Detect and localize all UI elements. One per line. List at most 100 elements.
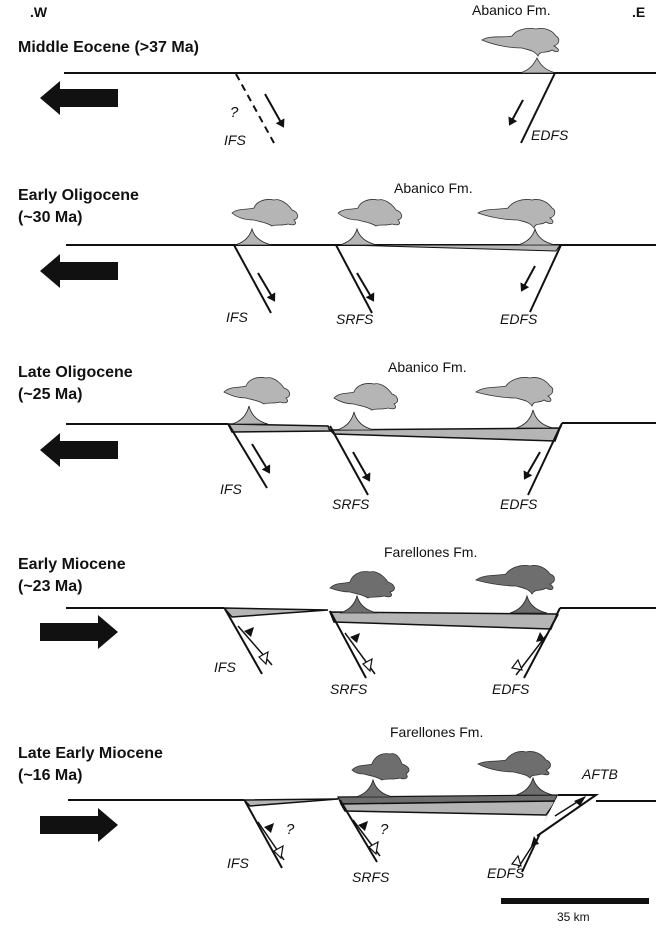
fault-srfs [329,610,376,679]
uncertain-mark: ? [380,821,389,838]
fault-label-aftb: AFTB [581,766,618,782]
volcano-icon [333,383,398,431]
formation-label: Farellones Fm. [390,724,483,740]
extension-arrow-west-icon [40,433,118,467]
volcano-icon [329,571,395,614]
thrust-arrow-icon [244,627,254,637]
east-label: .E [632,4,645,20]
fault-label-ifs: IFS [214,659,236,675]
volcano-icon [477,751,554,796]
fault-ifs [244,800,285,869]
basin-fill-inverted [222,607,329,618]
fault-label-edfs: EDFS [500,311,538,327]
panel-early-oligocene: Early Oligocene (~30 Ma) Abanico Fm. IFS… [18,180,656,327]
thrust-arrow-icon [273,844,284,860]
volcano-icon [481,28,560,74]
thrust-arrow-icon [574,796,586,806]
uncertain-mark: ? [286,821,295,838]
panel-title-line1: Late Early Miocene [18,745,163,762]
basin-fill-inverted [242,798,339,807]
scale-bar-label: 35 km [557,910,590,924]
fault-edfs [529,244,562,313]
fault-label-edfs: EDFS [492,681,530,697]
thrust-arrow-icon [350,633,360,643]
fault-label-edfs: EDFS [487,865,525,881]
panel-early-miocene: Early Miocene (~23 Ma) Farellones Fm. IF… [18,544,656,697]
fault-label-ifs: IFS [224,132,246,148]
volcano-icon [231,199,298,246]
fault-label-edfs: EDFS [500,496,538,512]
volcano-icon [223,377,290,425]
fault-ifs [224,608,273,675]
thrust-arrow-icon [510,854,522,867]
panel-late-oligocene: Late Oligocene (~25 Ma) Abanico Fm. IFS [18,359,656,512]
formation-label: Abanico Fm. [388,359,467,375]
compression-arrow-east-icon [40,615,118,649]
fault-ifs [233,244,272,314]
thrust-arrow-icon [362,657,373,673]
thrust-arrow-icon [368,840,379,856]
extension-arrow-west-icon [40,254,118,288]
fault-aftb [536,794,600,837]
west-label: .W [30,4,48,20]
fault-label-ifs: IFS [226,309,248,325]
scale-bar: 35 km [501,898,649,924]
thrust-arrow-icon [536,632,545,642]
volcano-icon [475,377,554,429]
normal-slip-arrow-icon [523,451,541,480]
formation-label: Farellones Fm. [384,544,477,560]
extension-arrow-west-icon [40,81,118,115]
fault-srfs [335,244,373,314]
normal-slip-arrow-icon [257,272,276,302]
normal-slip-arrow-icon [264,93,285,128]
panel-title-line1: Late Oligocene [18,364,133,381]
formation-label: Abanico Fm. [472,2,551,18]
normal-slip-arrow-icon [520,265,536,292]
volcano-icon [351,753,410,798]
panel-late-early-miocene: Late Early Miocene (~16 Ma) Farellones F… [18,724,656,885]
fault-label-srfs: SRFS [332,496,370,512]
fault-ifs [228,424,268,489]
panel-title-line2: (~30 Ma) [18,209,82,226]
uncertain-mark: ? [230,104,239,121]
scale-bar-line [501,898,649,904]
volcano-icon [477,199,556,246]
formation-label: Abanico Fm. [394,180,473,196]
thrust-arrow-icon [510,658,523,671]
basin-fill-inverted [339,800,558,816]
fault-label-ifs: IFS [220,481,242,497]
compression-arrow-east-icon [40,808,118,842]
panel-middle-eocene: Middle Eocene (>37 Ma) Abanico Fm. ? IFS… [18,2,656,148]
panel-title-line2: (~23 Ma) [18,578,82,595]
panel-title-line2: (~16 Ma) [18,767,82,784]
basin-fill-abanico [226,423,332,433]
fault-edfs [510,613,559,679]
basin-fill-abanico [344,244,561,252]
panel-title-line2: (~25 Ma) [18,386,82,403]
fault-label-srfs: SRFS [336,311,374,327]
fault-label-srfs: SRFS [330,681,368,697]
fault-srfs [339,799,381,863]
panel-title: Middle Eocene (>37 Ma) [18,39,199,56]
normal-slip-arrow-icon [508,99,524,126]
fault-srfs [329,425,369,496]
normal-slip-arrow-icon [356,272,375,302]
volcano-icon [337,199,402,246]
normal-slip-arrow-icon [352,451,371,482]
basin-fill-inverted [328,611,559,630]
thrust-arrow-icon [358,821,368,831]
fault-edfs [520,72,556,144]
thrust-arrow-icon [531,836,539,846]
fault-ifs-dashed [235,73,275,144]
fault-label-ifs: IFS [227,855,249,871]
panel-title-line1: Early Miocene [18,556,126,573]
fault-edfs [527,424,562,496]
thrust-arrow-icon [258,650,269,666]
panel-title-line1: Early Oligocene [18,187,139,204]
thrust-arrow-icon [264,823,274,833]
fault-label-srfs: SRFS [352,869,390,885]
volcano-icon [475,565,555,614]
normal-slip-arrow-icon [251,443,271,474]
fault-label-edfs: EDFS [531,127,569,143]
